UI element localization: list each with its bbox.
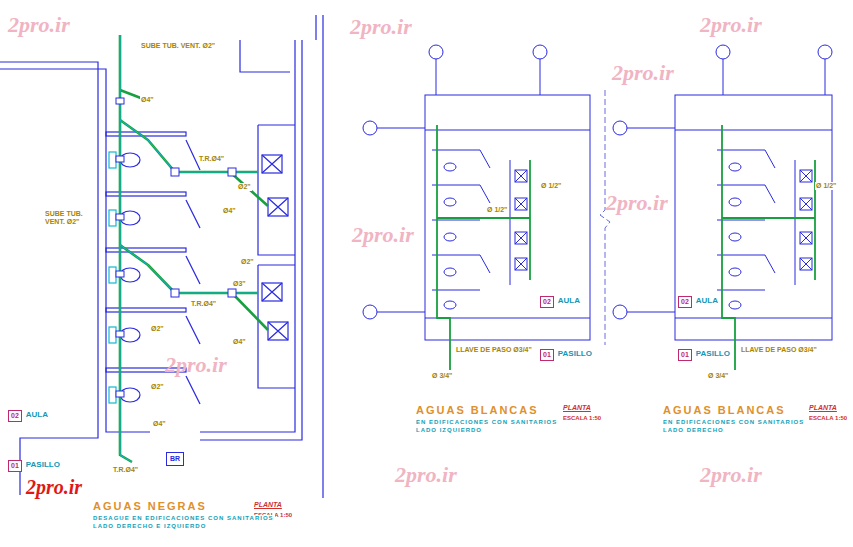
fixture-code: BR — [170, 455, 180, 463]
room-tag: 02AULA — [8, 410, 49, 422]
pipe-label: Ø3" — [232, 280, 247, 288]
room-tag: 01PASILLO — [678, 349, 731, 361]
room-number: 01 — [8, 460, 22, 472]
watermark: 2pro.ir — [395, 462, 457, 487]
pipe-label: Ø4" — [232, 338, 247, 346]
view-name: PLANTA — [562, 404, 592, 412]
pipe-label: Ø4" — [222, 207, 237, 215]
subtitle: EN EDIFICACIONES CON SANITARIOS — [662, 419, 805, 426]
logo: 2pro.ir — [26, 476, 82, 499]
drawing-title: AGUAS BLANCAS — [662, 404, 787, 417]
pipe-label: Ø 1/2" — [486, 206, 508, 214]
scale-note: ESCALA 1:50 — [808, 415, 848, 422]
room-name: PASILLO — [25, 461, 61, 470]
watermark: 2pro.ir — [612, 60, 674, 85]
pipe-label: Ø 1/2" — [540, 182, 562, 190]
subtitle: DESAGUE EN EDIFICACIONES CON SANITARIOS — [92, 515, 275, 522]
pipe-label: LLAVE DE PASO Ø3/4" — [455, 346, 533, 354]
subtitle: LADO IZQUIERDO — [415, 427, 483, 434]
room-number: 02 — [678, 296, 692, 308]
room-name: PASILLO — [695, 350, 731, 359]
watermark: 2pro.ir — [700, 462, 762, 487]
watermark: 2pro.ir — [165, 352, 227, 377]
room-name: PASILLO — [557, 350, 593, 359]
drawing-title: AGUAS BLANCAS — [415, 404, 540, 417]
pipe-label: Ø2" — [150, 383, 165, 391]
subtitle: LADO DERECHO E IZQUIERDO — [92, 523, 207, 530]
watermark: 2pro.ir — [700, 12, 762, 37]
pipe-label: T.R.Ø4" — [198, 155, 225, 163]
room-name: AULA — [557, 297, 581, 306]
room-tag: 01PASILLO — [8, 460, 61, 472]
room-number: 02 — [8, 410, 22, 422]
view-name: PLANTA — [253, 501, 283, 509]
watermark: 2pro.ir — [352, 222, 414, 247]
callout-note: SUBE TUB. VENT. Ø2" — [44, 210, 96, 226]
watermark: 2pro.ir — [606, 190, 668, 215]
pipe-label: T.R.Ø4" — [190, 300, 217, 308]
watermark: 2pro.ir — [350, 14, 412, 39]
room-number: 02 — [540, 296, 554, 308]
pipe-label: Ø2" — [150, 325, 165, 333]
scale-note: ESCALA 1:50 — [562, 415, 602, 422]
pipe-label: Ø4" — [152, 420, 167, 428]
pipe-label: Ø2" — [237, 183, 252, 191]
watermark: 2pro.ir — [8, 12, 70, 37]
room-tag: 02AULA — [678, 296, 719, 308]
pipe-label: T.R.Ø4" — [112, 466, 139, 474]
subtitle: EN EDIFICACIONES CON SANITARIOS — [415, 419, 558, 426]
room-name: AULA — [25, 411, 49, 420]
room-name: AULA — [695, 297, 719, 306]
pipe-label: Ø 3/4" — [707, 372, 729, 380]
pipe-label: Ø2" — [240, 258, 255, 266]
drawing-title: AGUAS NEGRAS — [92, 500, 208, 513]
pipe-label: Ø4" — [140, 96, 155, 104]
room-number: 01 — [678, 349, 692, 361]
pipe-label: Ø 3/4" — [431, 372, 453, 380]
room-tag: 02AULA — [540, 296, 581, 308]
room-number: 01 — [540, 349, 554, 361]
callout-note: SUBE TUB. VENT. Ø2" — [140, 42, 216, 50]
view-name: PLANTA — [808, 404, 838, 412]
subtitle: LADO DERECHO — [662, 427, 725, 434]
pipe-label: Ø 1/2" — [815, 182, 837, 190]
pipe-label: LLAVE DE PASO Ø3/4" — [740, 346, 818, 354]
fixture-box: BR — [166, 452, 184, 466]
room-tag: 01PASILLO — [540, 349, 593, 361]
